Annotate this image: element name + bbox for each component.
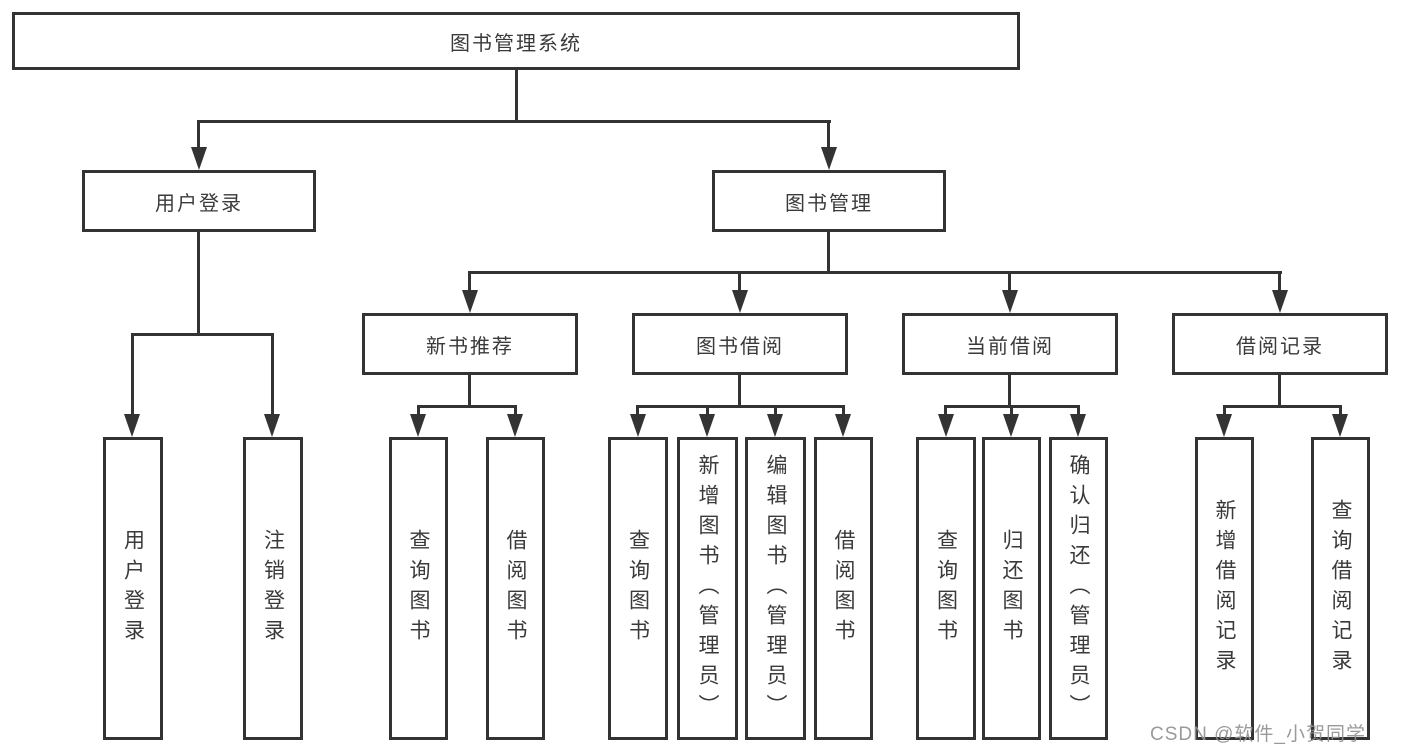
vline [1008,273,1011,293]
node-label: 查询图书 [626,528,650,649]
arrowhead-down-icon [699,414,715,437]
node-label: 注销登录 [261,528,285,649]
hline [636,405,845,408]
arrowhead-down-icon [767,414,783,437]
node-label: 新增借阅记录 [1213,498,1236,679]
vline [1339,407,1342,417]
node-label: 借阅记录 [1236,335,1324,358]
vline [827,122,830,149]
vline [827,232,830,273]
arrowhead-down-icon [124,414,140,437]
leaf-borrow-books: 借阅图书 [814,437,873,740]
vline [131,335,134,415]
node-library-management-system: 图书管理系统 [12,12,1020,70]
arrowhead-down-icon [1332,414,1348,437]
vline [1010,407,1013,417]
hline [944,405,1080,408]
vline [197,232,200,335]
arrowhead-down-icon [264,414,280,437]
leaf-query-books: 查询图书 [608,437,668,740]
node-label: 确认归还（管理员） [1067,453,1090,724]
node-label: 借阅图书 [504,528,527,649]
vline [197,122,200,149]
hline [417,405,517,408]
leaf-query-books: 查询图书 [916,437,976,740]
arrowhead-down-icon [1070,414,1086,437]
leaf-query-books: 查询图书 [389,437,448,740]
node-label: 编辑图书（管理员） [764,453,787,724]
arrowhead-down-icon [1272,290,1288,313]
node-user-login: 用户登录 [82,170,316,232]
arrowhead-down-icon [462,290,478,313]
arrowhead-down-icon [1002,290,1018,313]
leaf-return-books: 归还图书 [982,437,1041,740]
hline [197,120,831,123]
arrowhead-down-icon [835,414,851,437]
vline [842,407,845,417]
vline [514,407,517,417]
node-label: 用户登录 [121,528,145,649]
node-book-borrowing: 图书借阅 [632,313,848,375]
node-label: 图书借阅 [696,335,784,358]
leaf-edit-book-admin: 编辑图书（管理员） [745,437,806,740]
vline [515,70,518,122]
vline [738,375,741,407]
node-label: 用户登录 [155,192,243,215]
arrowhead-down-icon [732,290,748,313]
vline [1077,407,1080,417]
vline [636,407,639,417]
hline [131,333,274,336]
vline [468,273,471,293]
node-label: 新书推荐 [426,335,514,358]
leaf-confirm-return-admin: 确认归还（管理员） [1049,437,1108,740]
leaf-logout: 注销登录 [243,437,303,740]
vline [774,407,777,417]
node-label: 图书管理 [785,192,873,215]
vline [468,375,471,407]
node-label: 新增图书（管理员） [696,453,719,724]
arrowhead-down-icon [507,414,523,437]
leaf-add-borrow-record: 新增借阅记录 [1195,437,1254,740]
arrowhead-down-icon [821,147,837,170]
arrowhead-down-icon [1216,414,1232,437]
hline [468,271,1282,274]
vline [271,335,274,415]
arrowhead-down-icon [410,414,426,437]
node-label: 查询图书 [407,528,430,649]
leaf-user-login: 用户登录 [103,437,163,740]
leaf-query-borrow-record: 查询借阅记录 [1311,437,1370,740]
node-borrowing-records: 借阅记录 [1172,313,1388,375]
vline [1008,375,1011,407]
node-current-borrowing: 当前借阅 [902,313,1118,375]
node-book-management: 图书管理 [712,170,946,232]
arrowhead-down-icon [938,414,954,437]
arrowhead-down-icon [191,147,207,170]
node-label: 图书管理系统 [450,32,582,55]
node-label: 归还图书 [1000,528,1023,649]
node-label: 当前借阅 [966,335,1054,358]
csdn-watermark: CSDN @软件_小贺同学 [1150,724,1366,745]
arrowhead-down-icon [630,414,646,437]
vline [1278,375,1281,407]
hline [1223,405,1342,408]
vline [944,407,947,417]
node-new-book-recommendation: 新书推荐 [362,313,578,375]
vline [417,407,420,417]
vline [738,273,741,293]
node-label: 借阅图书 [832,528,855,649]
node-label: 查询借阅记录 [1329,498,1352,679]
leaf-add-book-admin: 新增图书（管理员） [677,437,738,740]
leaf-borrow-books: 借阅图书 [486,437,545,740]
arrowhead-down-icon [1003,414,1019,437]
vline [1278,273,1281,293]
vline [706,407,709,417]
node-label: 查询图书 [934,528,958,649]
vline [1223,407,1226,417]
